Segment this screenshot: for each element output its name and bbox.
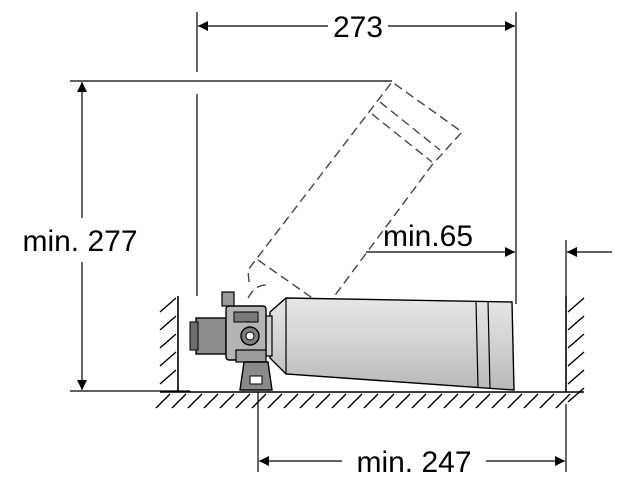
floor-hatch-line xyxy=(411,393,427,409)
floor-hatch-line xyxy=(523,393,539,409)
dimension-bottom-length xyxy=(257,392,567,472)
floor-hatch-line xyxy=(459,393,475,409)
floor-hatch-line xyxy=(331,393,347,409)
floor-hatch-line xyxy=(267,393,283,409)
floor-hatch-line xyxy=(555,393,571,409)
floor-hatch-line xyxy=(235,393,251,409)
floor-hatch-line xyxy=(315,393,331,409)
floor-hatch-line xyxy=(379,393,395,409)
mounting-bracket xyxy=(239,361,273,391)
floor-hatch-line xyxy=(299,393,315,409)
floor-hatch-line xyxy=(347,393,363,409)
dimension-label-clearance: min.65 xyxy=(383,220,473,253)
floor-hatch-line xyxy=(427,393,443,409)
dimension-right-clearance xyxy=(366,240,612,296)
floor-hatch-line xyxy=(395,393,411,409)
floor-hatch-line xyxy=(187,393,203,409)
floor-hatch-line xyxy=(539,393,555,409)
floor-hatch-line xyxy=(203,393,219,409)
valve-head xyxy=(189,291,267,363)
horizontal-cartridge xyxy=(261,297,515,391)
tilted-cartridge-outline xyxy=(247,81,464,331)
floor-hatch-line xyxy=(219,393,235,409)
dimension-label-height: min. 277 xyxy=(22,225,137,258)
dimension-label-bottom: min. 247 xyxy=(356,446,471,477)
floor-hatch-line xyxy=(155,393,171,409)
floor-hatch-line xyxy=(443,393,459,409)
floor xyxy=(155,391,584,409)
dimension-label-width: 273 xyxy=(333,11,383,44)
dimension-width-top xyxy=(196,12,517,304)
floor-hatch-line xyxy=(491,393,507,409)
floor-hatch-line xyxy=(251,393,267,409)
dimension-height-left xyxy=(70,80,392,392)
floor-hatch-line xyxy=(363,393,379,409)
left-wall xyxy=(159,296,179,392)
floor-hatch-line xyxy=(171,393,187,409)
floor-hatch-line xyxy=(283,393,299,409)
right-wall xyxy=(565,296,585,403)
floor-hatch-line xyxy=(475,393,491,409)
floor-hatch-line xyxy=(507,393,523,409)
